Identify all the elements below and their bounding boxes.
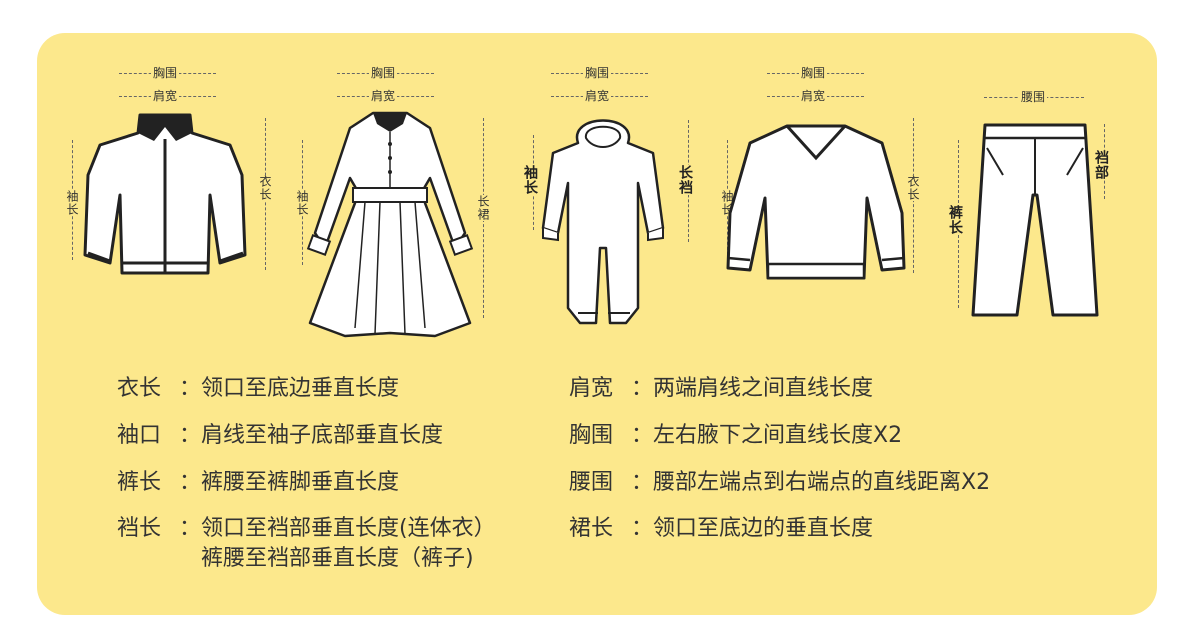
jacket-sleeve-label: 袖长 <box>65 190 79 216</box>
jacket-illustration <box>83 113 247 275</box>
legend-definition-second-line: 裤腰至裆部垂直长度（裤子) <box>201 546 474 571</box>
legend-term: 裙长 <box>569 516 614 541</box>
onesie-shoulder-label: 肩宽 <box>583 89 612 103</box>
sweater-shoulder-label: 肩宽 <box>799 89 828 103</box>
pants-rise-label: 裆部 <box>1093 150 1109 180</box>
onesie-sleeve-label: 袖长 <box>522 165 538 195</box>
legend-term: 腰围 <box>569 470 614 495</box>
legend-definition: 领口至底边的垂直长度 <box>653 516 874 541</box>
legend-definition: 腰部左端点到右端点的直线距离X2 <box>653 470 991 495</box>
legend-row-pants-length: 裤长 ：裤腰至裤脚垂直长度 <box>117 468 399 498</box>
jacket-length-label: 衣长 <box>258 175 272 201</box>
legend-term: 衣长 <box>117 376 162 401</box>
legend-row-crotch-length: 裆长 ：领口至裆部垂直长度(连体衣） 裤腰至裆部垂直长度（裤子) <box>117 514 496 571</box>
legend-term: 胸围 <box>569 423 614 448</box>
legend-definition: 两端肩线之间直线长度 <box>653 376 874 401</box>
jacket-chest-label: 胸围 <box>151 66 180 80</box>
onesie-crotch-label: 长裆 <box>677 165 693 195</box>
pants-illustration <box>971 123 1099 317</box>
legend-colon: ： <box>631 376 654 401</box>
legend-definition: 领口至裆部垂直长度(连体衣） <box>201 516 496 541</box>
sweater-illustration <box>726 124 906 280</box>
legend-row-skirt-length: 裙长 ：领口至底边的垂直长度 <box>569 514 873 544</box>
dress-skirt-label: 长裙 <box>476 195 490 221</box>
legend-term: 袖口 <box>117 423 162 448</box>
pants-waist-label: 腰围 <box>1019 90 1048 104</box>
sweater-chest-label: 胸围 <box>799 66 828 80</box>
legend-row-chest: 胸围 ：左右腋下之间直线长度X2 <box>569 421 902 451</box>
dress-shoulder-label: 肩宽 <box>369 89 398 103</box>
legend-definition: 裤腰至裤脚垂直长度 <box>201 470 400 495</box>
legend-colon: ： <box>179 423 202 448</box>
jacket-shoulder-label: 肩宽 <box>151 89 180 103</box>
dress-sleeve-label: 袖长 <box>295 190 309 216</box>
legend-row-waist: 腰围 ：腰部左端点到右端点的直线距离X2 <box>569 468 990 498</box>
legend-definition: 肩线至袖子底部垂直长度 <box>201 423 444 448</box>
dress-illustration <box>306 111 474 338</box>
legend-colon: ： <box>631 423 654 448</box>
legend-term: 肩宽 <box>569 376 614 401</box>
legend-row-sleeve: 袖口 ：肩线至袖子底部垂直长度 <box>117 421 443 451</box>
legend-colon: ： <box>631 470 654 495</box>
legend-row-shoulder: 肩宽 ：两端肩线之间直线长度 <box>569 374 873 404</box>
legend-colon: ： <box>179 470 202 495</box>
legend-definition: 领口至底边垂直长度 <box>201 376 400 401</box>
sweater-length-label: 衣长 <box>906 175 920 201</box>
legend-term: 裆长 <box>117 516 162 541</box>
legend-definition: 左右腋下之间直线长度X2 <box>653 423 903 448</box>
pants-length-label: 裤长 <box>947 205 963 235</box>
onesie-illustration <box>541 119 665 325</box>
legend-term: 裤长 <box>117 470 162 495</box>
dress-chest-label: 胸围 <box>369 66 398 80</box>
legend-colon: ： <box>179 376 202 401</box>
legend-colon: ： <box>179 516 202 541</box>
onesie-chest-label: 胸围 <box>583 66 612 80</box>
legend-colon: ： <box>631 516 654 541</box>
legend-row-garment-length: 衣长 ：领口至底边垂直长度 <box>117 374 399 404</box>
